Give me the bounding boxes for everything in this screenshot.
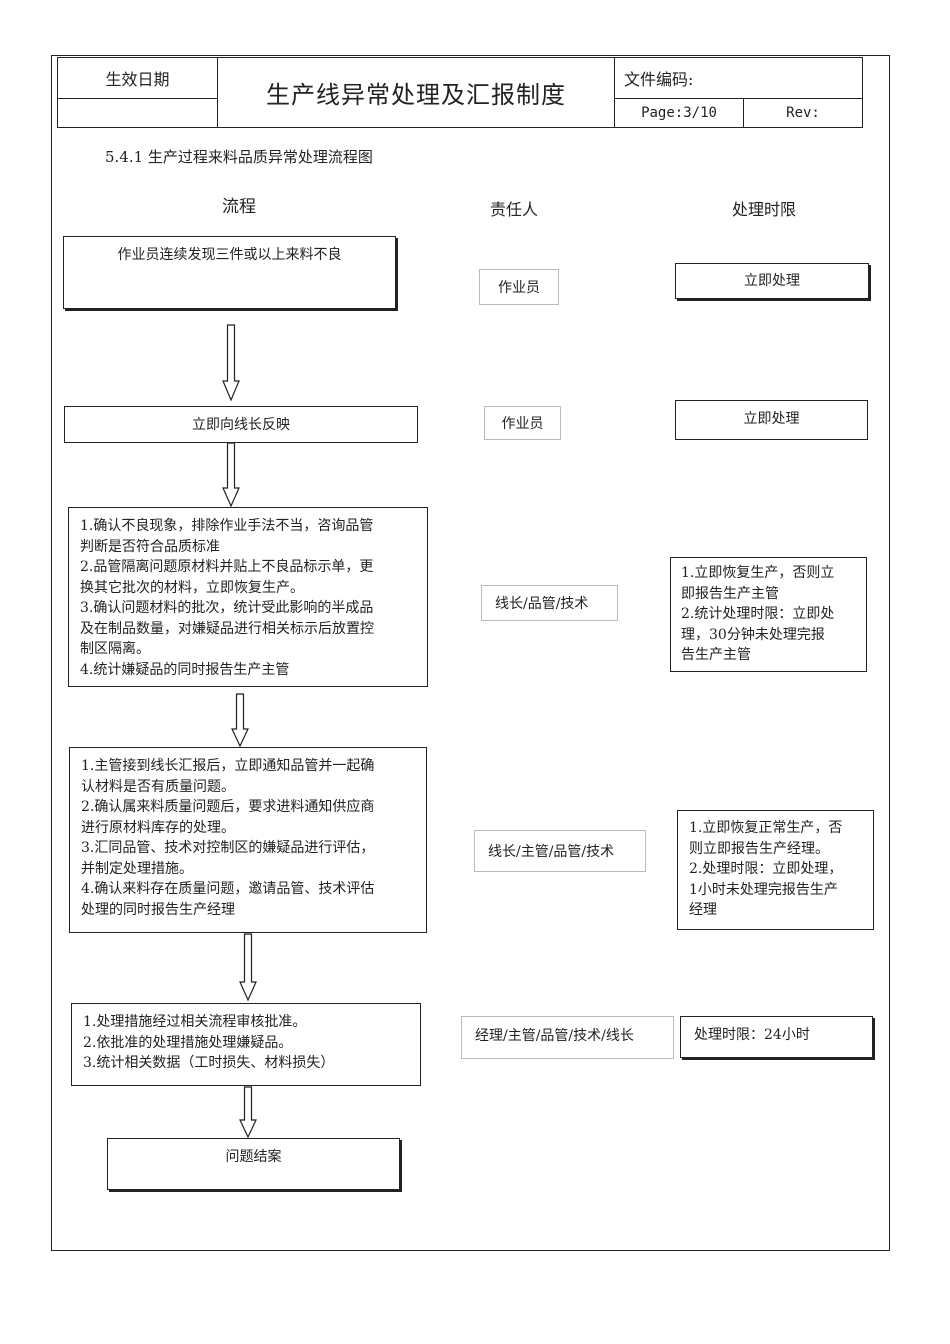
flow-step-4-line: 认材料是否有质量问题。 bbox=[81, 778, 235, 795]
flow-step-5-line: 3.统计相关数据（工时损失、材料损失） bbox=[83, 1055, 335, 1071]
effective-date-value bbox=[57, 98, 218, 128]
flow-step-4-line: 处理的同时报告生产经理 bbox=[81, 901, 235, 918]
flow-step-4-line: 4.确认来料存在质量问题，邀请品管、技术评估 bbox=[81, 881, 375, 897]
flow-step-4-line: 1.主管接到线长汇报后，立即通知品管并一起确 bbox=[81, 758, 375, 774]
time-limit-step-4-line: 则立即报告生产经理。 bbox=[689, 840, 829, 857]
flow-step-6-line: 问题结案 bbox=[225, 1149, 282, 1165]
flow-arrow-4 bbox=[239, 933, 257, 1002]
doc-code-label: 文件编码: bbox=[614, 57, 863, 99]
time-limit-step-4-line: 经理 bbox=[689, 902, 717, 918]
responsible-step-4: 线长/主管/品管/技术 bbox=[474, 830, 646, 872]
flow-step-6-case-closed: 问题结案 bbox=[107, 1138, 400, 1190]
flow-step-5: 1.处理措施经过相关流程审核批准。 2.依批准的处理措施处理嫌疑品。 3.统计相… bbox=[71, 1003, 421, 1086]
time-limit-step-2: 立即处理 bbox=[675, 400, 868, 440]
time-limit-step-3-line: 1.立即恢复生产，否则立 bbox=[681, 565, 835, 581]
flow-arrow-1 bbox=[222, 324, 240, 402]
responsible-step-3: 线长/品管/技术 bbox=[481, 585, 618, 621]
flow-step-3-line: 2.品管隔离问题原材料并贴上不良品标示单，更 bbox=[80, 559, 374, 575]
time-limit-step-4-line: 2.处理时限：立即处理， bbox=[689, 861, 843, 877]
flow-step-5-line: 1.处理措施经过相关流程审核批准。 bbox=[83, 1014, 307, 1030]
document-title: 生产线异常处理及汇报制度 bbox=[217, 57, 615, 128]
responsible-step-1: 作业员 bbox=[479, 269, 559, 305]
column-time-limit-heading: 处理时限 bbox=[732, 200, 797, 219]
flow-step-3-line: 1.确认不良现象，排除作业手法不当，咨询品管 bbox=[80, 518, 374, 534]
flow-step-4-line: 进行原材料库存的处理。 bbox=[81, 819, 235, 836]
responsible-step-5: 经理/主管/品管/技术/线长 bbox=[461, 1016, 674, 1059]
column-flow-heading: 流程 bbox=[222, 197, 256, 217]
time-limit-step-1-line: 立即处理 bbox=[744, 273, 800, 289]
flow-step-4-line: 并制定处理措施。 bbox=[81, 860, 193, 877]
flow-step-2: 立即向线长反映 bbox=[64, 406, 418, 443]
time-limit-step-5: 处理时限：24小时 bbox=[680, 1016, 873, 1058]
time-limit-step-3-line: 告生产主管 bbox=[681, 647, 751, 663]
section-title: 5.4.1 生产过程来料品质异常处理流程图 bbox=[105, 148, 373, 166]
flow-step-5-line: 2.依批准的处理措施处理嫌疑品。 bbox=[83, 1034, 293, 1051]
flow-step-1: 作业员连续发现三件或以上来料不良 bbox=[63, 236, 396, 309]
flow-step-4: 1.主管接到线长汇报后，立即通知品管并一起确 认材料是否有质量问题。 2.确认属… bbox=[69, 747, 427, 933]
flow-step-1-line: 作业员连续发现三件或以上来料不良 bbox=[117, 247, 342, 263]
flow-arrow-2 bbox=[222, 442, 240, 508]
time-limit-step-5-line: 处理时限：24小时 bbox=[694, 1027, 810, 1043]
column-responsible-heading: 责任人 bbox=[490, 200, 539, 219]
flow-arrow-5 bbox=[239, 1086, 257, 1139]
time-limit-step-3-line: 理，30分钟未处理完报 bbox=[681, 626, 825, 643]
flow-step-3-line: 判断是否符合品质标准 bbox=[80, 538, 220, 555]
time-limit-step-4: 1.立即恢复正常生产，否 则立即报告生产经理。 2.处理时限：立即处理， 1小时… bbox=[677, 810, 874, 930]
time-limit-step-3: 1.立即恢复生产，否则立 即报告生产主管 2.统计处理时限：立即处 理，30分钟… bbox=[670, 557, 867, 672]
flow-step-3-line: 制区隔离。 bbox=[80, 641, 150, 657]
flow-step-3: 1.确认不良现象，排除作业手法不当，咨询品管 判断是否符合品质标准 2.品管隔离… bbox=[68, 507, 428, 687]
responsible-step-2: 作业员 bbox=[484, 406, 561, 440]
flow-step-2-line: 立即向线长反映 bbox=[192, 417, 290, 433]
effective-date-label: 生效日期 bbox=[57, 57, 218, 99]
time-limit-step-3-line: 即报告生产主管 bbox=[681, 585, 779, 602]
flow-step-3-line: 及在制品数量，对嫌疑品进行相关标示后放置控 bbox=[80, 620, 374, 637]
page-number: Page:3/10 bbox=[614, 98, 744, 128]
flow-step-3-line: 4.统计嫌疑品的同时报告生产主管 bbox=[80, 661, 290, 678]
page-frame bbox=[51, 55, 890, 1251]
time-limit-step-3-line: 2.统计处理时限：立即处 bbox=[681, 606, 835, 622]
flow-arrow-3 bbox=[231, 693, 249, 748]
flow-step-4-line: 2.确认属来料质量问题后，要求进料通知供应商 bbox=[81, 799, 375, 815]
flow-step-3-line: 换其它批次的材料，立即恢复生产。 bbox=[80, 579, 304, 596]
revision: Rev: bbox=[743, 98, 863, 128]
time-limit-step-4-line: 1小时未处理完报告生产 bbox=[689, 881, 838, 898]
flow-step-4-line: 3.汇同品管、技术对控制区的嫌疑品进行评估， bbox=[81, 840, 375, 856]
flow-step-3-line: 3.确认问题材料的批次，统计受此影响的半成品 bbox=[80, 600, 374, 616]
time-limit-step-1: 立即处理 bbox=[675, 263, 869, 299]
time-limit-step-2-line: 立即处理 bbox=[743, 411, 800, 427]
time-limit-step-4-line: 1.立即恢复正常生产，否 bbox=[689, 820, 843, 836]
